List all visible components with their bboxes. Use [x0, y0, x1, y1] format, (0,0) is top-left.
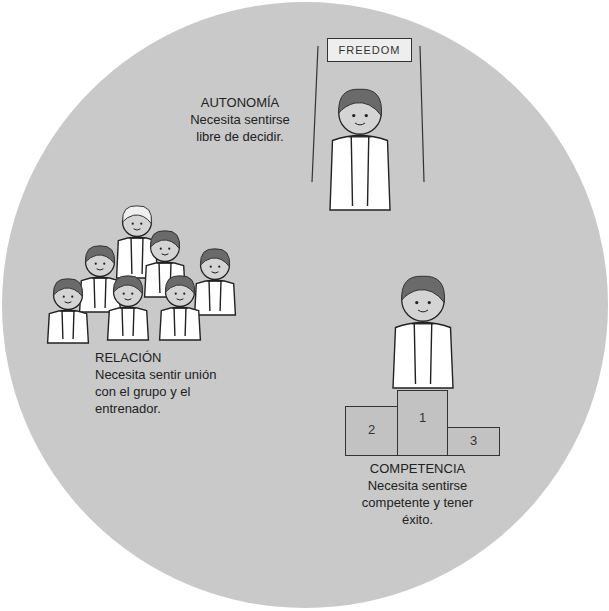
eye: [131, 293, 133, 295]
scarf-line: [132, 308, 134, 336]
person-figure: [80, 246, 121, 312]
banner-pole: [312, 46, 318, 182]
eye: [95, 263, 97, 265]
podium-step: 2: [345, 406, 398, 456]
person-figure: [393, 276, 453, 388]
podium-step: 1: [397, 390, 448, 456]
shirt: [160, 307, 201, 340]
mouth: [355, 123, 365, 125]
rank-number: 3: [448, 434, 499, 448]
person-figure: [108, 276, 149, 340]
eye: [160, 248, 162, 250]
banner-text: FREEDOM: [328, 43, 411, 57]
eye: [132, 223, 134, 225]
mouth: [134, 229, 141, 230]
hair: [114, 276, 143, 294]
scarf-line: [130, 238, 132, 274]
scarf-line: [72, 311, 74, 339]
hair: [123, 206, 152, 224]
mouth: [418, 310, 428, 312]
scarf-line: [104, 278, 106, 308]
person-figure: [48, 279, 89, 343]
hair: [402, 276, 445, 302]
person-figure: [330, 89, 390, 210]
hair: [86, 246, 115, 264]
mouth: [212, 272, 219, 273]
need-heading: RELACIÓN: [95, 349, 230, 366]
eye: [365, 114, 368, 117]
need-heading: COMPETENCIA: [360, 460, 475, 477]
need-heading: AUTONOMÍA: [185, 94, 295, 111]
eye: [175, 293, 177, 295]
need-description: Necesita sentirse libre de decidir.: [185, 111, 295, 145]
scarf-line: [121, 308, 123, 336]
mouth: [162, 254, 169, 255]
hair: [54, 279, 83, 297]
rank-number: 2: [346, 423, 397, 437]
banner-pole: [420, 46, 424, 182]
person-figure: [195, 249, 236, 315]
eye: [415, 301, 418, 304]
scarf-line: [412, 323, 435, 324]
banner-box: FREEDOM: [327, 38, 412, 62]
eye: [352, 114, 355, 117]
eye: [140, 223, 142, 225]
shirt: [330, 136, 390, 211]
mouth: [125, 299, 132, 300]
scarf-line: [349, 136, 372, 137]
eye: [428, 301, 431, 304]
scarf-line: [158, 263, 160, 293]
scarf-line: [173, 308, 175, 336]
hair: [201, 249, 230, 267]
mouth: [97, 269, 104, 270]
need-description: Necesita sentir unión con el grupo y el …: [95, 366, 230, 417]
eye: [183, 293, 185, 295]
eye: [123, 293, 125, 295]
scarf-line: [208, 281, 210, 311]
scarf-line: [414, 324, 415, 384]
rank-number: 1: [398, 411, 447, 425]
mouth: [177, 299, 184, 300]
eye: [218, 266, 220, 268]
hair: [166, 276, 195, 294]
figures: [48, 89, 453, 388]
podium-step: 3: [447, 427, 500, 456]
scarf-line: [184, 308, 186, 336]
scarf-line: [368, 137, 369, 206]
hair: [151, 231, 180, 249]
shirt: [108, 307, 149, 340]
hair: [339, 89, 382, 115]
shirt: [393, 323, 453, 389]
shirt: [195, 280, 236, 315]
mouth: [65, 302, 72, 303]
eye: [168, 248, 170, 250]
eye: [210, 266, 212, 268]
eye: [103, 263, 105, 265]
shirt: [48, 310, 89, 343]
scarf-line: [351, 137, 352, 206]
eye: [63, 296, 65, 298]
scarf-line: [141, 238, 143, 274]
scarf-line: [219, 281, 221, 311]
eye: [71, 296, 73, 298]
person-figure: [160, 276, 201, 340]
scarf-line: [93, 278, 95, 308]
need-description: Necesita sentirse competente y tener éxi…: [360, 477, 475, 528]
scarf-line: [431, 324, 432, 384]
scarf-line: [61, 311, 63, 339]
